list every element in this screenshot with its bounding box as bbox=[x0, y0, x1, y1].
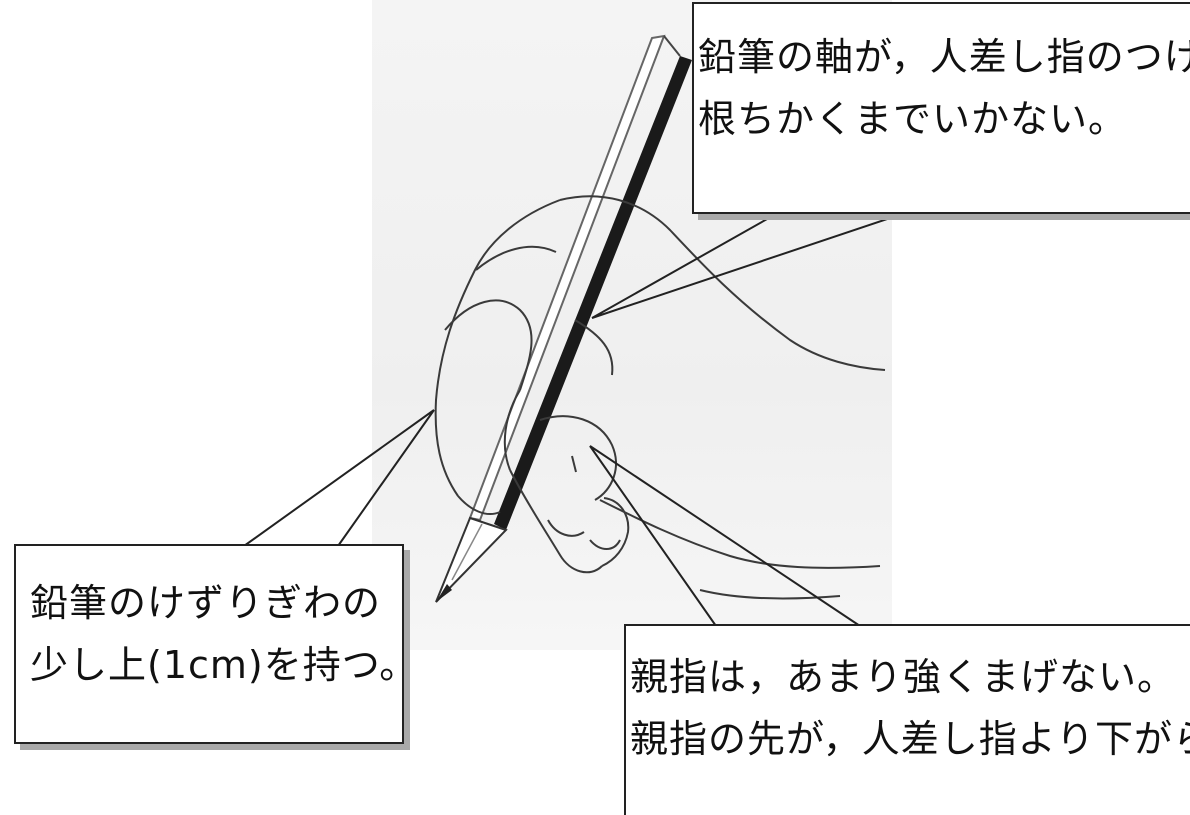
leader-lines bbox=[243, 211, 909, 627]
leader-left bbox=[243, 409, 435, 547]
callout-text-line: 鉛筆の軸が，人差し指のつけ bbox=[698, 35, 1190, 79]
callout-grip-position: 鉛筆のけずりぎわの 少し上(1cm)を持つ。 bbox=[14, 544, 404, 744]
callout-index-finger: 鉛筆の軸が，人差し指のつけ 根ちかくまでいかない。 bbox=[692, 2, 1190, 214]
leader-top bbox=[591, 211, 909, 319]
callout-text-line: 鉛筆のけずりぎわの bbox=[30, 581, 382, 625]
callout-thumb: 親指は，あまり強くまげない。 親指の先が，人差し指より下がらない。 bbox=[624, 624, 1190, 815]
callout-text-line: 親指の先が，人差し指より下がらない。 bbox=[630, 717, 1190, 761]
callout-text-line: 親指は，あまり強くまげない。 bbox=[630, 655, 1177, 699]
callout-text-line: 根ちかくまでいかない。 bbox=[698, 97, 1128, 141]
leader-bottom bbox=[589, 445, 861, 627]
hand-icon bbox=[434, 195, 886, 600]
callout-text-line: 少し上(1cm)を持つ。 bbox=[30, 643, 404, 687]
pencil-icon bbox=[435, 34, 692, 603]
